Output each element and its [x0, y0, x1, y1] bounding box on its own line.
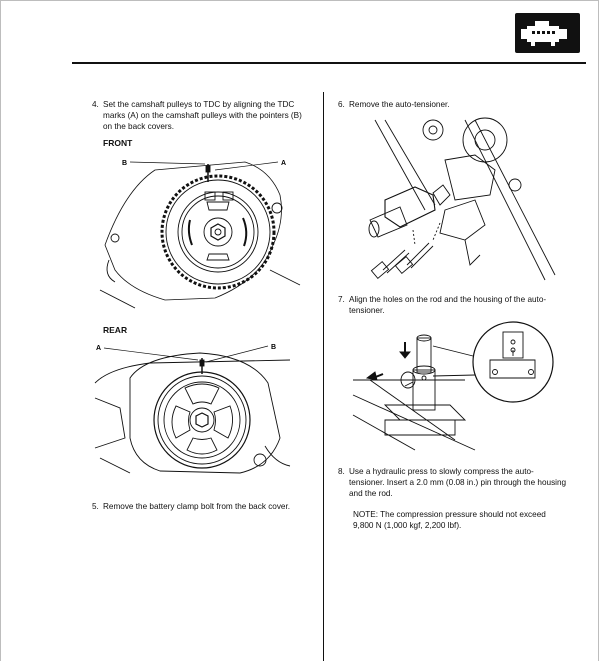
hole-alignment-illustration [352, 321, 554, 451]
column-divider [323, 92, 324, 661]
step-number: 7. [338, 295, 345, 304]
page-border-right [598, 0, 599, 661]
step-number: 5. [92, 502, 99, 511]
rear-label: REAR [103, 325, 128, 335]
step-text: Set the camshaft pulleys to TDC by align… [103, 100, 302, 131]
page-border-top [0, 0, 598, 1]
front-pulley-illustration: B A [99, 160, 301, 309]
step-6: 6. Remove the auto-tensioner. [338, 99, 568, 110]
header-rule [72, 62, 586, 64]
step-number: 8. [338, 467, 345, 476]
step-4: 4. Set the camshaft pulleys to TDC by al… [92, 99, 307, 132]
step-text: Align the holes on the rod and the housi… [349, 295, 547, 315]
step-5: 5. Remove the battery clamp bolt from th… [92, 501, 317, 512]
step-text: Remove the battery clamp bolt from the b… [103, 502, 291, 511]
compression-note: NOTE: The compression pressure should no… [353, 510, 546, 530]
engine-icon-glyph [521, 21, 567, 46]
step-number: 6. [338, 100, 345, 109]
callout-a: A [281, 160, 286, 167]
engine-icon [515, 13, 580, 53]
step-7: 7. Align the holes on the rod and the ho… [338, 294, 568, 316]
front-label: FRONT [103, 138, 133, 148]
page-border-left [0, 0, 1, 661]
step-number: 4. [92, 100, 99, 109]
step-text: Remove the auto-tensioner. [349, 100, 450, 109]
rear-pulley-illustration: A B [94, 344, 291, 474]
callout-b: B [271, 344, 276, 351]
callout-a: A [96, 345, 101, 352]
auto-tensioner-removal-illustration [368, 117, 556, 281]
callout-b: B [122, 160, 127, 167]
step-8: 8. Use a hydraulic press to slowly compr… [338, 466, 568, 499]
step-text: Use a hydraulic press to slowly compress… [349, 467, 567, 498]
